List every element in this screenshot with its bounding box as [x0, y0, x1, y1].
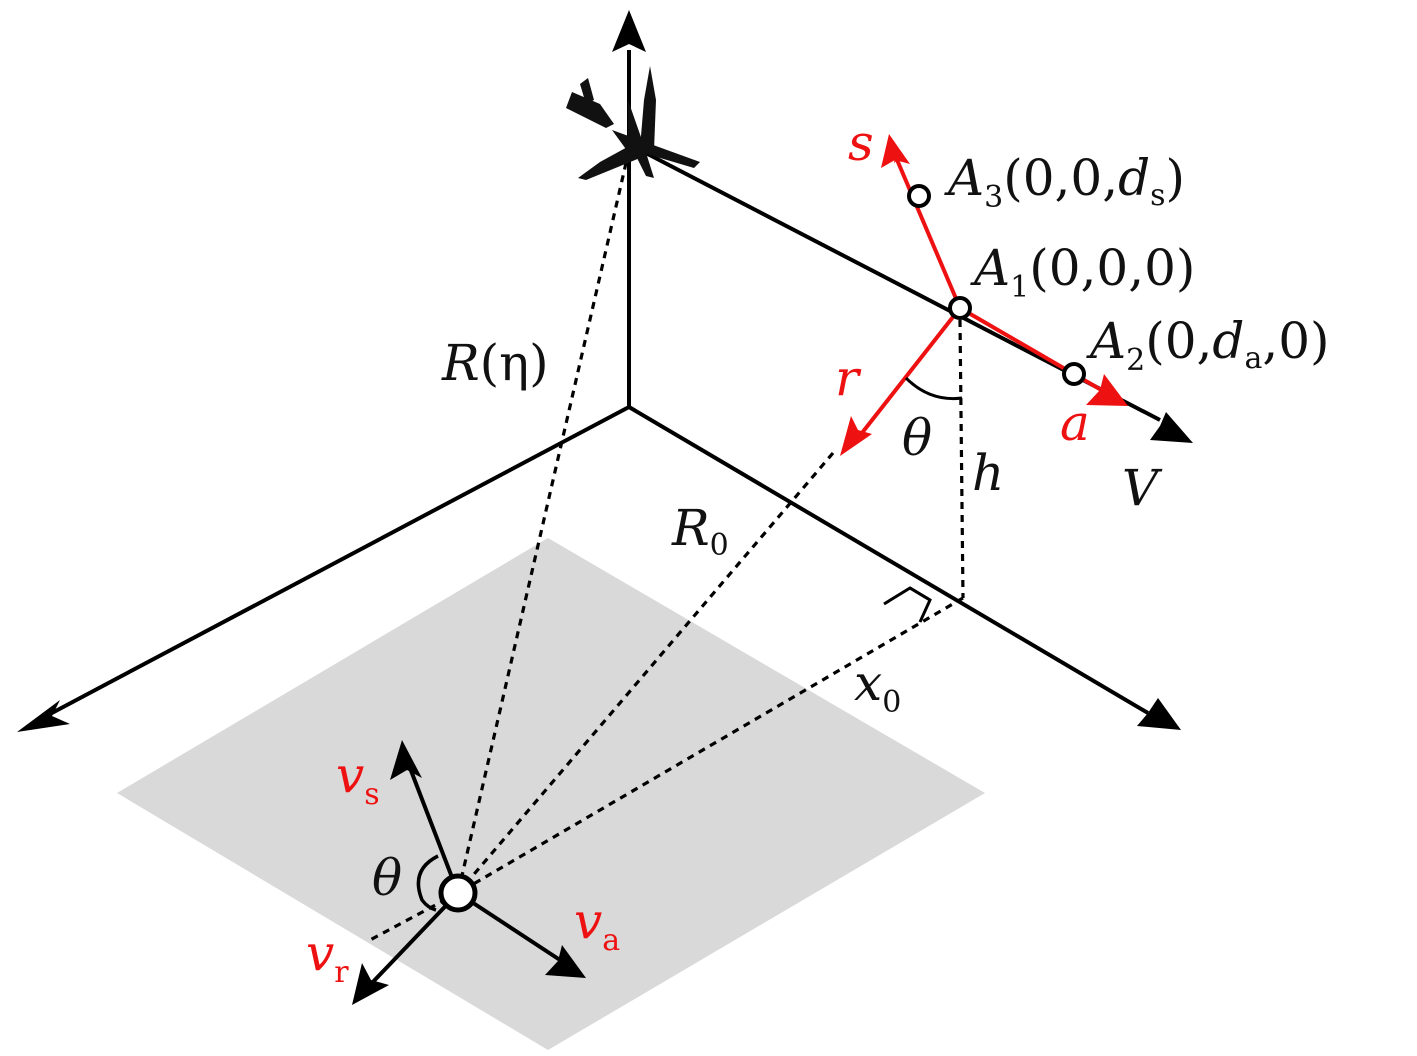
s-axis-label: s — [848, 114, 874, 172]
s-axis-arrowhead — [881, 134, 910, 168]
r-axis-label: r — [835, 349, 862, 407]
a-axis-label: a — [1060, 394, 1090, 452]
s-axis-arrow — [893, 154, 962, 309]
va-arrow — [456, 891, 562, 962]
slant-range-label: R(η) — [441, 334, 549, 392]
a-axis-arrow — [958, 306, 1112, 397]
x-axis-arrowhead — [17, 700, 70, 732]
vr-arrowhead — [352, 963, 389, 1005]
vel-a-label: va — [574, 892, 620, 958]
vs-arrowhead — [390, 740, 422, 780]
antenna-a1-label: A1(0,0,0) — [970, 239, 1195, 305]
velocity-arrowhead — [1150, 412, 1193, 443]
airplane-silhouette-icon — [566, 66, 700, 180]
vel-s-label: vs — [336, 746, 380, 812]
antenna-a3-label: A3(0,0,ds) — [944, 149, 1185, 215]
look-angle-arc-air — [904, 376, 963, 401]
right-angle-marker-2 — [909, 586, 932, 623]
ground-patch — [117, 538, 985, 1050]
height-line — [958, 319, 965, 599]
vel-r-label: vr — [306, 924, 349, 990]
slant-range-line — [456, 149, 631, 894]
antenna-a3-marker — [907, 184, 931, 208]
x-axis — [49, 405, 630, 716]
height-label: h — [972, 444, 1004, 502]
y-axis — [627, 405, 1150, 715]
velocity-label: V — [1122, 459, 1163, 517]
r-axis-arrowhead — [840, 416, 872, 456]
vs-arrow — [408, 767, 460, 894]
vr-arrow — [368, 891, 460, 987]
antenna-a2-label: A2(0,da,0) — [1086, 312, 1330, 378]
closest-range-label: R0 — [671, 499, 729, 563]
look-angle-ground-label: θ — [372, 849, 402, 907]
z-axis-arrowhead — [612, 10, 646, 52]
antenna-a2-marker — [1062, 362, 1086, 386]
ground-target-marker — [438, 873, 478, 913]
ground-offset-label: x0 — [854, 654, 901, 720]
look-angle-arc-ground — [416, 854, 439, 912]
closest-range-line — [456, 451, 835, 895]
ground-offset-line — [457, 596, 964, 895]
y-axis-arrowhead — [1137, 698, 1181, 730]
a-axis-arrowhead — [1086, 374, 1128, 406]
va-arrowhead — [545, 945, 586, 978]
r-axis-arrow — [856, 306, 962, 440]
look-angle-air-label: θ — [902, 409, 932, 467]
antenna-a1-marker — [948, 296, 972, 320]
